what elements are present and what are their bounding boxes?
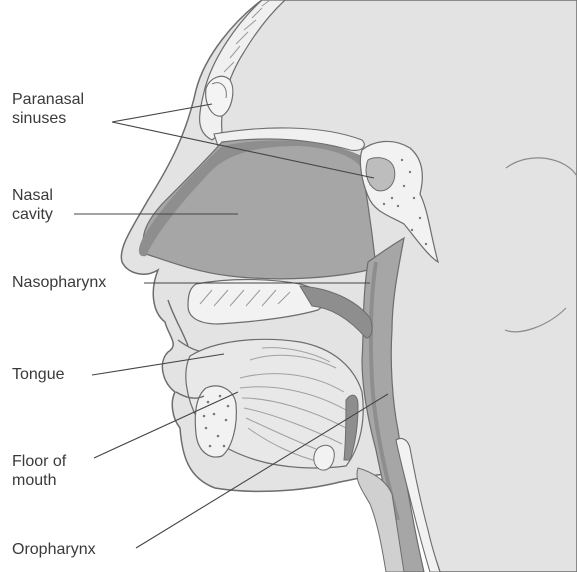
label-floor-of-mouth: Floor of mouth <box>12 452 66 490</box>
hyoid-bone <box>314 445 334 470</box>
label-tongue: Tongue <box>12 365 65 384</box>
label-nasal-cavity: Nasal cavity <box>12 186 53 224</box>
label-nasopharynx: Nasopharynx <box>12 273 106 292</box>
label-oropharynx: Oropharynx <box>12 540 96 559</box>
head-silhouette <box>121 0 577 572</box>
label-paranasal-sinuses: Paranasal sinuses <box>12 90 84 128</box>
